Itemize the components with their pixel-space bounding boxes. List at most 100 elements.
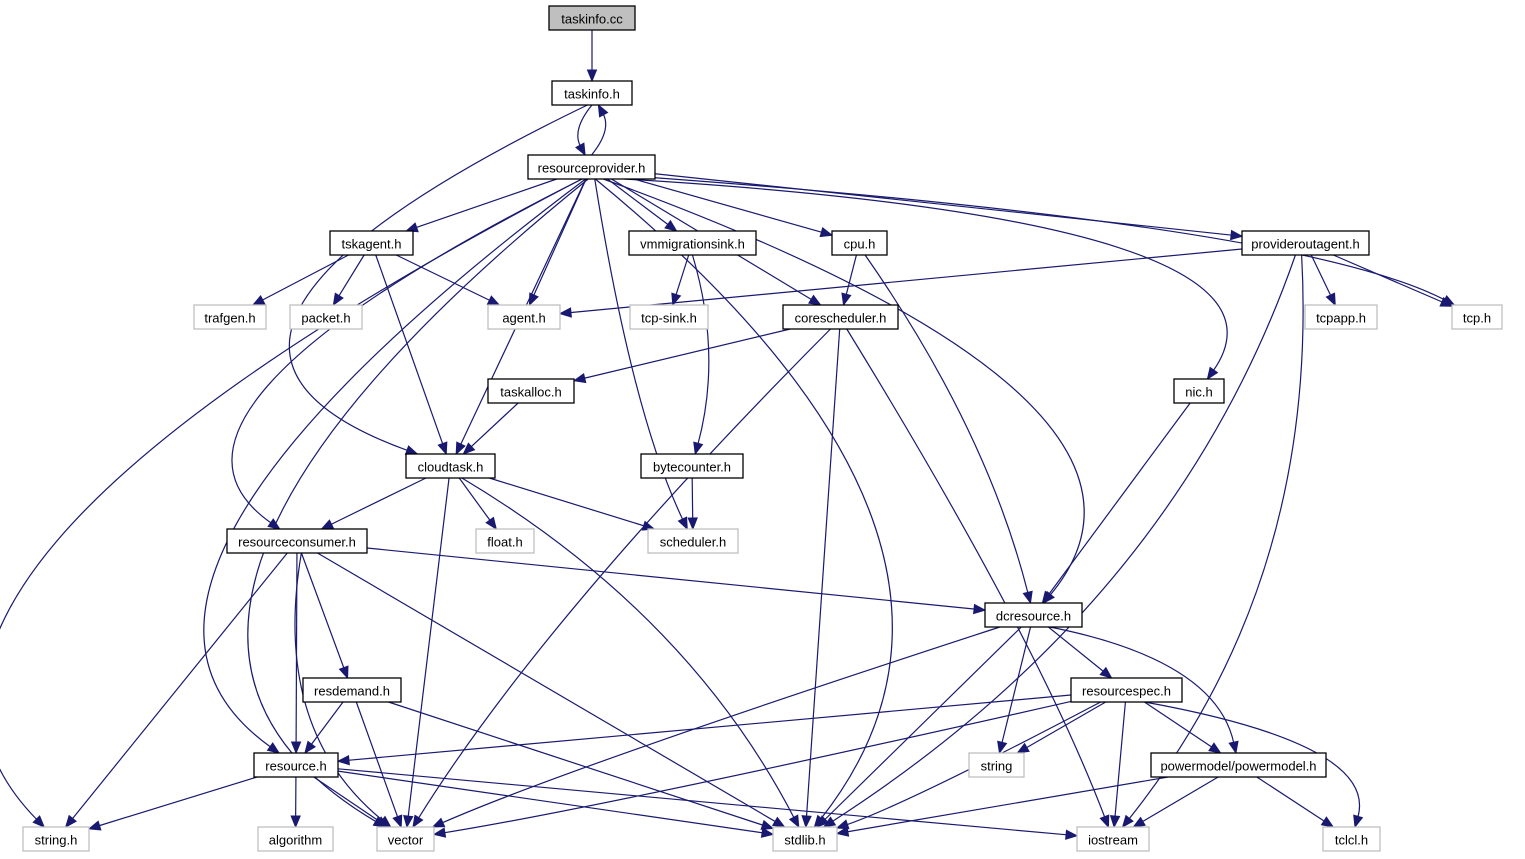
edge-resdemand_h-to-vector [355, 701, 399, 818]
node-iostream: iostream [1076, 826, 1150, 852]
node-taskalloc-h[interactable]: taskalloc.h [487, 378, 575, 404]
node-label: cpu.h [844, 237, 876, 252]
edge-tskagent_h-to-trafgen_h [261, 254, 349, 301]
node-cloudtask-h[interactable]: cloudtask.h [405, 453, 496, 479]
arrowhead-icon [437, 441, 448, 456]
edge-vmmigrationsink_h-to-bytecounter_h [691, 254, 710, 445]
arrowhead-icon [251, 295, 266, 306]
arrowhead-icon [788, 814, 800, 829]
edge-resourceconsumer_h-to-vector [294, 552, 384, 822]
node-box [782, 304, 899, 330]
arrowhead-icon [1353, 814, 1364, 829]
node-box [329, 230, 414, 256]
edge-powermodel_h-to-stdlib_h [846, 776, 1169, 833]
node-box [405, 453, 496, 479]
edge-cloudtask_h-to-resourceconsumer_h [330, 477, 427, 526]
arrowhead-icon [1099, 666, 1113, 679]
node-label: algorithm [269, 833, 322, 848]
node-dcresource-h[interactable]: dcresource.h [984, 602, 1083, 628]
node-box [1304, 304, 1378, 330]
edge-bytecounter_h-to-scheduler_h [691, 477, 694, 520]
node-algorithm: algorithm [257, 826, 334, 852]
edge-cloudtask_h-to-stdlib_h [461, 477, 795, 819]
node-box [253, 752, 339, 778]
node-vector: vector [376, 826, 435, 852]
arrowhead-icon [403, 814, 414, 829]
node-label: nic.h [1185, 385, 1212, 400]
edge-powermodel_h-to-tclcl_h [1256, 776, 1326, 823]
arrowhead-icon [575, 142, 586, 157]
node-label: taskinfo.cc [561, 12, 623, 27]
edge-resourcespec_h-to-stdlib_h [846, 701, 1101, 826]
edge-resourceprovider_h-to-taskinfo_h [591, 113, 607, 156]
arrowhead-icon [304, 740, 317, 755]
edge-nic_h-to-dcresource_h [1047, 402, 1191, 596]
edge-resourceprovider_h-to-stdlib_h [594, 178, 893, 820]
node-label: stdlib.h [784, 833, 825, 848]
node-bytecounter-h[interactable]: bytecounter.h [640, 453, 744, 479]
node-corescheduler-h[interactable]: corescheduler.h [782, 304, 899, 330]
arrowhead-icon [1439, 296, 1454, 307]
node-box [487, 304, 561, 330]
node-resdemand-h[interactable]: resdemand.h [302, 677, 402, 703]
edge-corescheduler_h-to-vector [417, 328, 831, 819]
node-tcpapp-h: tcpapp.h [1304, 304, 1378, 330]
edge-tskagent_h-to-packet_h [338, 254, 365, 297]
node-box [984, 602, 1083, 628]
node-cpu-h[interactable]: cpu.h [831, 230, 888, 256]
arrowhead-icon [1022, 590, 1033, 605]
edge-dcresource_h-to-string [1001, 626, 1032, 744]
node-nic-h[interactable]: nic.h [1173, 378, 1225, 404]
arrowhead-icon [64, 814, 78, 829]
arrowhead-icon [973, 603, 987, 615]
node-taskinfo-h[interactable]: taskinfo.h [551, 80, 633, 106]
node-label: trafgen.h [204, 311, 255, 326]
node-label: vector [388, 833, 424, 848]
arrowhead-icon [375, 816, 389, 828]
node-vmmigrationsink-h[interactable]: vmmigrationsink.h [628, 230, 757, 256]
edge-resourcespec_h-to-powermodel_h [1144, 701, 1213, 748]
edge-vmmigrationsink_h-to-tcp_sink_h [675, 254, 690, 296]
edge-resourceprovider_h-to-resource_h [203, 178, 586, 748]
arrowhead-icon [1325, 292, 1336, 307]
node-label: dcresource.h [996, 609, 1071, 624]
node-resource-h[interactable]: resource.h [253, 752, 339, 778]
node-box [376, 826, 435, 852]
node-provideroutagent-h[interactable]: provideroutagent.h [1241, 230, 1370, 256]
arrowhead-icon [835, 826, 850, 837]
node-resourceconsumer-h[interactable]: resourceconsumer.h [226, 528, 368, 554]
node-powermodel-h[interactable]: powermodel/powermodel.h [1150, 752, 1327, 778]
node-box [640, 453, 744, 479]
node-float-h: float.h [475, 528, 535, 554]
arrowhead-icon [1016, 742, 1030, 754]
node-taskinfo-cc[interactable]: taskinfo.cc [548, 5, 636, 31]
edge-resourcespec_h-to-string [1025, 701, 1106, 749]
node-box [289, 304, 363, 330]
node-box [1322, 826, 1381, 852]
node-label: string [981, 759, 1013, 774]
node-trafgen-h: trafgen.h [193, 304, 267, 330]
arrowhead-icon [835, 819, 850, 830]
arrowhead-icon [1230, 229, 1244, 241]
edge-resourceprovider_h-to-cpu_h [633, 178, 823, 234]
edge-resourceprovider_h-to-vector [247, 178, 589, 823]
edge-provideroutagent_h-to-iostream [1128, 254, 1304, 820]
node-box [193, 304, 267, 330]
edge-cpu_h-to-dcresource_h [864, 254, 1029, 594]
node-tskagent-h[interactable]: tskagent.h [329, 230, 414, 256]
node-box [629, 304, 709, 330]
node-label: resource.h [265, 759, 326, 774]
node-resourceprovider-h[interactable]: resourceprovider.h [527, 154, 656, 180]
node-string-h: string.h [22, 826, 90, 852]
node-label: packet.h [301, 311, 350, 326]
node-label: string.h [35, 833, 78, 848]
node-box [1241, 230, 1370, 256]
node-label: tclcl.h [1335, 833, 1368, 848]
arrowhead-icon [693, 441, 704, 456]
node-label: cloudtask.h [418, 460, 484, 475]
node-label: tcp-sink.h [641, 311, 697, 326]
node-resourcespec-h[interactable]: resourcespec.h [1070, 677, 1183, 703]
edge-resourcespec_h-to-tclcl_h [1144, 701, 1360, 818]
edge-provideroutagent_h-to-tcp_h [1333, 254, 1444, 303]
edge-resourcespec_h-to-iostream [1114, 701, 1127, 818]
